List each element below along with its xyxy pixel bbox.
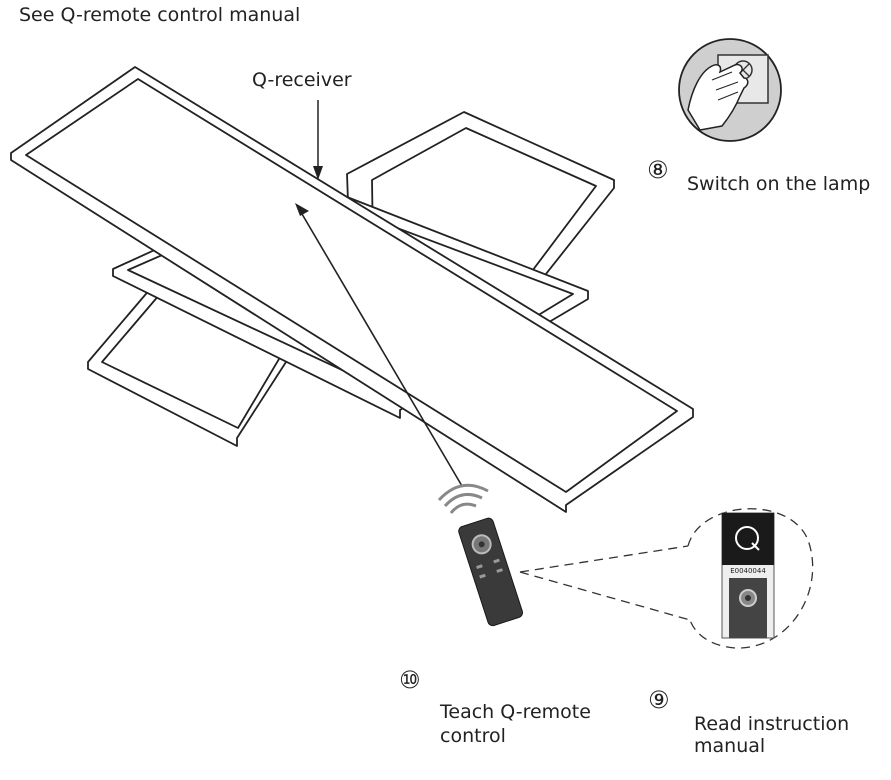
header-title: See Q-remote control manual	[19, 4, 301, 26]
remote-code: E0040044	[730, 567, 766, 575]
signal-waves-icon	[437, 483, 489, 514]
manual-detail: E0040044	[721, 512, 775, 639]
step-9-label-line1: Read instruction	[694, 713, 850, 735]
step-9-label-line2: manual	[694, 735, 766, 757]
hand-switch-icon	[678, 38, 782, 142]
step-10-label-line2: control	[440, 725, 506, 747]
step-8-label: Switch on the lamp	[687, 173, 871, 195]
step-9-number: ⑨	[648, 686, 670, 714]
frame-top	[10, 66, 694, 513]
receiver-label: Q-receiver	[252, 69, 352, 91]
remote-control-icon	[458, 517, 524, 627]
step-10-number: ⑩	[399, 666, 421, 694]
q-logo-icon	[735, 526, 760, 551]
step-8-number: ⑧	[647, 156, 669, 184]
step-10-label-line1: Teach Q-remote	[440, 701, 591, 723]
